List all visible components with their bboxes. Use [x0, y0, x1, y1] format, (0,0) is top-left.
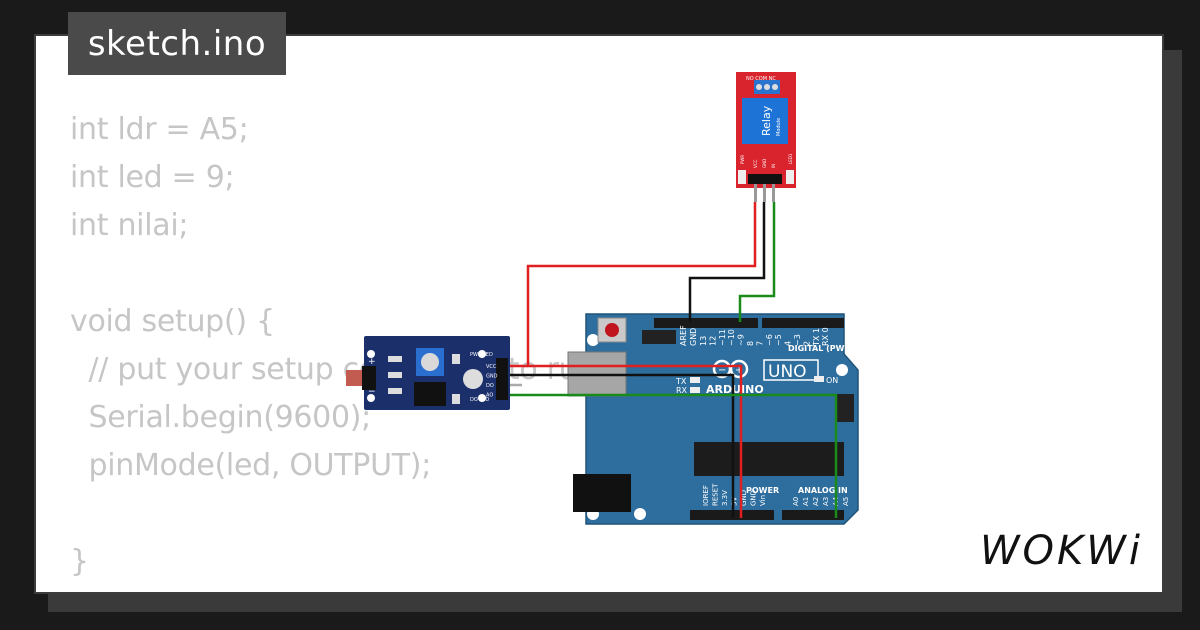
code-line: void setup() {: [70, 304, 275, 339]
relay-pin-in: IN: [771, 164, 776, 168]
relay-ind: LED1: [788, 153, 793, 164]
pin-label: Vin: [759, 495, 767, 506]
file-name-tab[interactable]: sketch.ino: [68, 12, 286, 75]
pin-label: 12: [708, 336, 717, 346]
pin-label: IOREF: [702, 485, 710, 506]
ldr-pin-label: GND: [486, 374, 498, 380]
relay-pwr: PWR: [740, 155, 745, 164]
microcontroller-chip: [694, 442, 844, 476]
wire-green-ao: [510, 393, 838, 518]
code-line: int nilai;: [70, 208, 189, 243]
pin-label: A5: [842, 497, 850, 506]
relay-block: [742, 98, 788, 144]
ldr-sensor-module[interactable]: + − PWR LED DO LED VCC GND DO AO: [346, 336, 510, 410]
digital-label: DIGITAL (PWM ~): [788, 344, 866, 353]
pin-label: 4: [784, 341, 793, 346]
code-line: int ldr = A5;: [70, 112, 249, 147]
svg-text:−: −: [718, 365, 726, 376]
pin-label: 8: [746, 341, 755, 346]
code-line: pinMode(led, OUTPUT);: [70, 448, 431, 483]
wires: [510, 202, 838, 518]
reset-button[interactable]: [605, 323, 619, 337]
pin-label: 5V: [731, 497, 739, 506]
relay-module[interactable]: NO COM NC Relay Module PWR LED1 VCC GND …: [736, 72, 796, 202]
relay-pin-gnd: GND: [762, 159, 767, 168]
pin-label: TX 1: [812, 328, 821, 347]
rx-label: RX: [676, 386, 688, 395]
code-line: Serial.begin(9600);: [70, 400, 371, 435]
analog-label: ANALOG IN: [798, 486, 848, 495]
photoresistor: [346, 370, 362, 386]
power-jack: [573, 474, 631, 512]
power-label: POWER: [746, 486, 779, 495]
pin-label: A1: [802, 497, 810, 506]
comparator-chip: [414, 382, 446, 406]
code-preview: int ldr = A5; int led = 9; int nilai; void …: [70, 106, 687, 586]
wire-red-vcc: [526, 202, 757, 518]
tx-label: TX: [675, 377, 687, 386]
svg-text:+: +: [735, 365, 743, 376]
pin-label: ~6: [765, 334, 774, 346]
pin-label: 3.3V: [721, 490, 729, 506]
ldr-led1-label: PWR LED: [470, 352, 493, 358]
code-line: }: [70, 544, 89, 579]
model-label: UNO: [768, 362, 807, 382]
wire-green-in: [738, 202, 776, 322]
relay-subtitle: Module: [776, 118, 782, 136]
project-card[interactable]: int ldr = A5; int led = 9; int nilai; void …: [34, 34, 1164, 594]
pin-label: RX 0: [821, 327, 830, 346]
relay-pin-vcc: VCC: [753, 159, 758, 168]
code-line: int led = 9;: [70, 160, 235, 195]
ldr-pin-label: DO: [486, 383, 494, 389]
pin-label-gnd: GND: [689, 328, 698, 346]
wokwi-logo[interactable]: WOKWi: [980, 528, 1143, 574]
ldr-plus: +: [368, 357, 376, 367]
pin-label: 13: [699, 336, 708, 346]
relay-top-pins: NO COM NC: [746, 76, 776, 82]
wire-black-gnd: [688, 202, 766, 322]
arduino-logo: − +: [712, 359, 749, 379]
pin-label: ~3: [793, 334, 802, 346]
wire-black-ldr-gnd: [510, 373, 735, 518]
pin-label: RESET: [712, 483, 720, 506]
pin-label: ~10: [727, 329, 736, 346]
ldr-pin-label: AO: [486, 393, 493, 399]
pin-label: GND: [740, 490, 748, 506]
pin-label: ~9: [737, 334, 746, 346]
on-label: ON: [826, 376, 838, 385]
pin-label: A0: [792, 497, 800, 506]
pin-label: 7: [755, 341, 764, 346]
ldr-pin-label: VCC: [486, 364, 497, 370]
pin-label: A2: [812, 497, 820, 506]
brand-label: ARDUINO: [706, 383, 764, 396]
ldr-pin-labels: VCC GND DO AO: [486, 364, 498, 399]
pin-label: ~11: [718, 329, 727, 346]
pin-label: A3: [822, 497, 830, 506]
ldr-led2-label: DO LED: [470, 397, 489, 403]
relay-title: Relay: [760, 105, 773, 136]
pin-label-aref: AREF: [679, 325, 688, 346]
pin-label: GND: [750, 490, 758, 506]
pin-label: ~5: [774, 334, 783, 346]
ldr-minus: −: [368, 387, 376, 397]
pin-label: 2: [802, 341, 811, 346]
